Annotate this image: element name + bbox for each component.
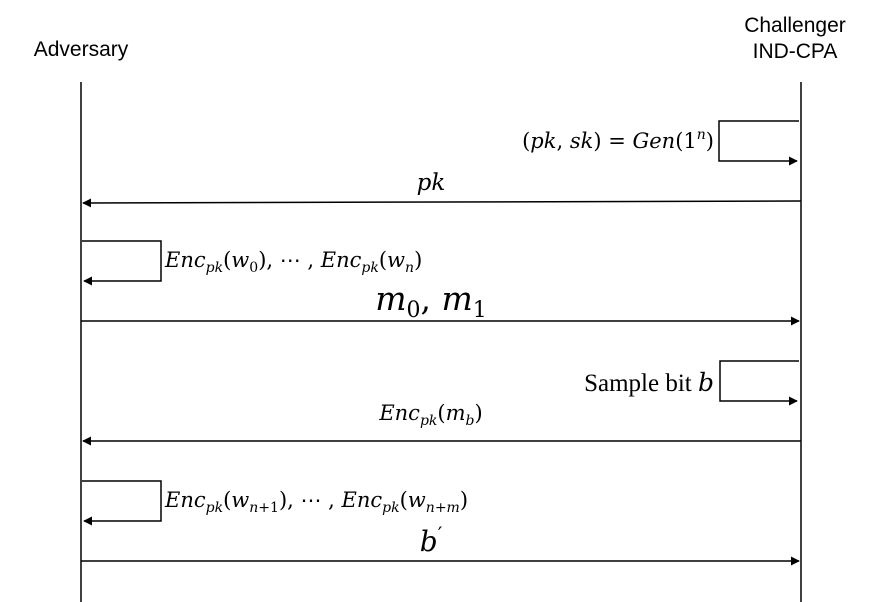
adversary-label: Adversary bbox=[33, 38, 129, 61]
query1-label: Encpk(w0), ⋯ , Encpk(wn) bbox=[164, 248, 422, 276]
keygen-self-loop bbox=[718, 120, 799, 166]
sample-step: Sample bit b bbox=[584, 360, 799, 406]
sample-self-loop bbox=[719, 360, 799, 406]
query2-self-loop bbox=[82, 480, 162, 526]
challenge-ct-step: Encpk(mb) bbox=[82, 401, 801, 446]
challenger-label: Challenger IND-CPA bbox=[725, 13, 865, 65]
guess-label: b′ bbox=[420, 522, 443, 558]
pk-arrow bbox=[82, 198, 802, 208]
sample-label: Sample bit b bbox=[584, 368, 714, 397]
challenge-msgs-step: m0, m1 bbox=[81, 279, 800, 326]
challenger-game: IND-CPA bbox=[752, 40, 838, 63]
query1-step: Encpk(w0), ⋯ , Encpk(wn) bbox=[82, 240, 422, 286]
guess-step: b′ bbox=[81, 522, 800, 566]
pk-label: pk bbox=[417, 170, 446, 196]
query1-self-loop bbox=[82, 240, 162, 286]
query2-step: Encpk(wn+1), ⋯ , Encpk(wn+m) bbox=[82, 480, 468, 526]
keygen-label: (pk, sk) = Gen(1n) bbox=[522, 127, 714, 153]
challenge-ct-label: Encpk(mb) bbox=[378, 401, 482, 429]
keygen-step: (pk, sk) = Gen(1n) bbox=[522, 120, 799, 166]
challenge-msgs-label: m0, m1 bbox=[375, 279, 487, 323]
query2-label: Encpk(wn+1), ⋯ , Encpk(wn+m) bbox=[164, 488, 468, 516]
challenger-name: Challenger bbox=[744, 14, 846, 37]
send-pk-step: pk bbox=[82, 170, 802, 208]
